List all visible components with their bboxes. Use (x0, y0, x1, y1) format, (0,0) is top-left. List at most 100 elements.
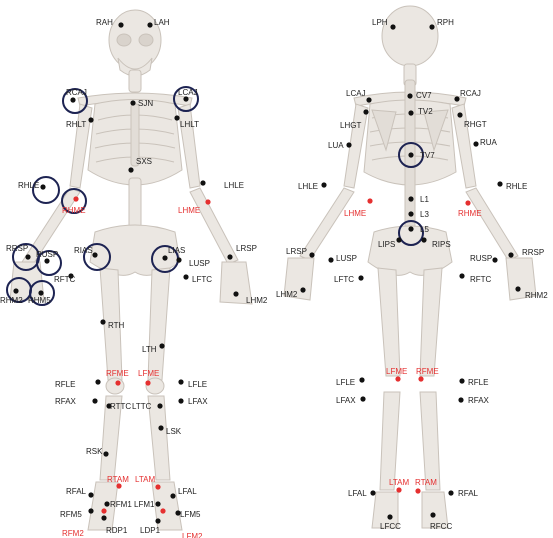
marker-dot (92, 252, 97, 257)
marker-posterior-rfal: RFAL (448, 489, 478, 498)
marker-dot (390, 24, 395, 29)
marker-posterior-rftc: RFTC (459, 273, 491, 284)
marker-dot (359, 377, 364, 382)
marker-dot (40, 184, 45, 189)
marker-label: LIAS (168, 246, 185, 255)
marker-dot (128, 167, 133, 172)
marker-dot (88, 508, 93, 513)
marker-label: RDP1 (106, 526, 128, 535)
marker-label: LHME (344, 209, 366, 218)
marker-dot (363, 109, 368, 114)
marker-dot (159, 343, 164, 348)
marker-label: RHM2 (525, 291, 548, 300)
marker-label: RFAL (66, 487, 87, 496)
marker-dot (95, 379, 100, 384)
marker-dot (227, 254, 232, 259)
marker-label: LFM1 (134, 500, 155, 509)
marker-label: LHLT (180, 120, 199, 129)
marker-label: RRSP (522, 248, 544, 257)
marker-label: RRSP (6, 244, 28, 253)
marker-dot (309, 252, 314, 257)
marker-label: TV2 (418, 107, 433, 116)
marker-posterior-rtam: RTAM (415, 478, 437, 494)
anterior-skeleton (10, 10, 252, 530)
marker-dot (408, 152, 413, 157)
marker-dot (183, 96, 188, 101)
marker-label: L3 (420, 210, 429, 219)
marker-dot (465, 200, 470, 205)
marker-label: RPH (437, 18, 454, 27)
marker-label: LFM2 (182, 532, 203, 538)
marker-dot (104, 501, 109, 506)
marker-label: LDP1 (140, 526, 161, 535)
marker-label: RFME (416, 367, 439, 376)
marker-layer: RAHLAHRCAJLCAJSJNRHLTLHLTSXSRHLERHMELHLE… (0, 18, 548, 538)
marker-posterior-rfle: RFLE (459, 378, 488, 387)
marker-label: LFAX (336, 396, 356, 405)
marker-label: L5 (420, 225, 429, 234)
marker-label: CV7 (416, 91, 432, 100)
marker-anterior-lhle: LHLE (200, 180, 244, 190)
marker-posterior-rusp: RUSP (470, 254, 498, 263)
marker-dot (178, 379, 183, 384)
marker-dot (448, 490, 453, 495)
marker-dot (408, 110, 413, 115)
marker-dot (458, 397, 463, 402)
marker-dot (130, 100, 135, 105)
marker-label: LUA (328, 141, 344, 150)
marker-label: LFLE (188, 380, 207, 389)
marker-dot (415, 488, 420, 493)
marker-dot (360, 396, 365, 401)
marker-label: RFTC (470, 275, 492, 284)
marker-label: RCAJ (460, 89, 481, 98)
marker-dot (160, 508, 165, 513)
marker-dot (38, 290, 43, 295)
marker-label: RUSP (36, 250, 58, 259)
marker-label: RTTC (110, 402, 131, 411)
marker-anterior-rfle: RFLE (55, 379, 101, 389)
marker-dot (100, 319, 105, 324)
marker-posterior-lusp: LUSP (328, 254, 357, 263)
marker-label: LHLE (224, 181, 244, 190)
marker-label: LCAJ (178, 88, 198, 97)
marker-label: LFAL (178, 487, 197, 496)
marker-dot (346, 142, 351, 147)
marker-dot (492, 257, 497, 262)
marker-label: RFM5 (60, 510, 82, 519)
marker-dot (430, 512, 435, 517)
marker-label: RCAJ (66, 88, 87, 97)
marker-label: RHM5 (28, 296, 51, 305)
marker-dot (396, 487, 401, 492)
marker-label: RFM2 (62, 529, 84, 538)
marker-posterior-lfax: LFAX (336, 396, 366, 405)
marker-label: RTAM (415, 478, 437, 487)
marker-dot (459, 378, 464, 383)
marker-dot (118, 22, 123, 27)
marker-posterior-rhle: RHLE (497, 181, 527, 191)
marker-anterior-lfle: LFLE (178, 379, 207, 389)
marker-anterior-lfax: LFAX (178, 397, 208, 406)
marker-label: LFTC (334, 275, 354, 284)
marker-dot (174, 115, 179, 120)
posterior-skeleton (284, 6, 536, 528)
marker-label: LTAM (135, 475, 155, 484)
marker-label: RIAS (74, 246, 93, 255)
marker-label: RUA (480, 138, 498, 147)
marker-anterior-rhle: RHLE (18, 181, 46, 190)
marker-dot (116, 483, 121, 488)
marker-label: RUSP (470, 254, 492, 263)
marker-label: RHLT (66, 120, 86, 129)
marker-label: SXS (136, 157, 152, 166)
marker-label: LFCC (380, 522, 401, 531)
marker-label: LFAL (348, 489, 367, 498)
marker-label: RFAX (468, 396, 490, 405)
marker-posterior-lfle: LFLE (336, 377, 365, 387)
marker-dot (429, 24, 434, 29)
marker-dot (88, 117, 93, 122)
marker-anterior-lusp: LUSP (176, 257, 210, 268)
marker-label: RHLE (506, 182, 527, 191)
marker-anterior-rftc: RFTC (54, 273, 76, 284)
marker-dot (396, 237, 401, 242)
marker-label: LIPS (378, 240, 395, 249)
marker-dot (73, 196, 78, 201)
